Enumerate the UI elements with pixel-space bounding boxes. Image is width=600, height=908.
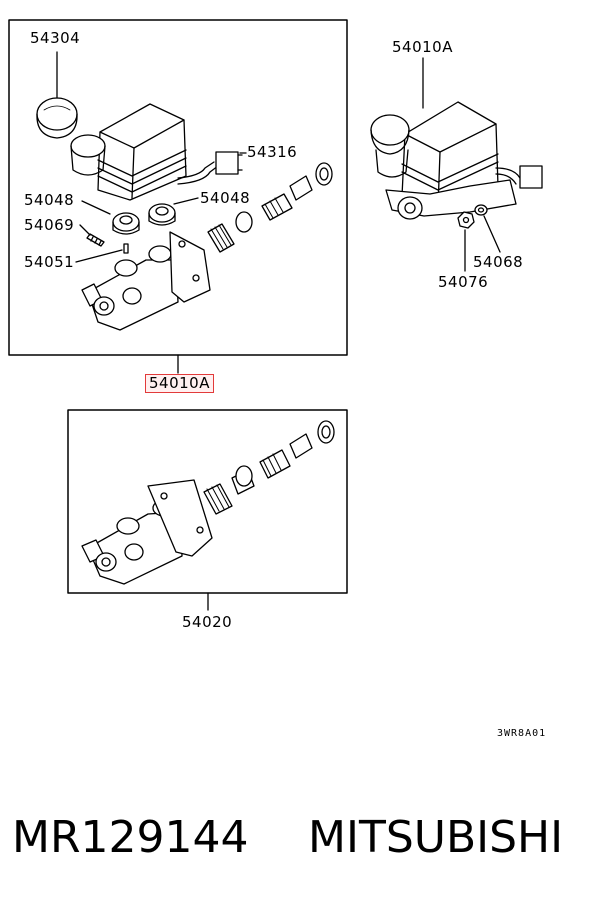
- brand-text: MITSUBISHI: [308, 812, 564, 863]
- part-label-54304: 54304: [30, 29, 81, 47]
- reservoir-cap-icon: [36, 97, 78, 139]
- sensor-connector-icon: [177, 151, 243, 185]
- part-label-54048-left: 54048: [24, 191, 75, 209]
- grommet-icon: [148, 203, 176, 226]
- master-cylinder-assembly-icon: [370, 101, 543, 220]
- piston-spring-icon: [203, 420, 335, 515]
- part-callout-54010A[interactable]: 54010A: [145, 374, 214, 393]
- grommet-icon: [112, 212, 140, 235]
- piston-spring-icon: [207, 162, 333, 253]
- leader-54068: [483, 215, 501, 253]
- part-label-54048-right: 54048: [200, 189, 251, 207]
- leader-54048-right: [173, 197, 199, 205]
- reservoir-tank-icon: [70, 103, 187, 201]
- part-label-54069: 54069: [24, 216, 75, 234]
- drawing-code: 3WR8A01: [497, 728, 547, 739]
- washer-icon: [474, 204, 488, 216]
- part-label-54068: 54068: [473, 253, 524, 271]
- part-label-54076: 54076: [438, 273, 489, 291]
- nut-icon: [457, 211, 475, 229]
- leader-54069: [79, 224, 91, 236]
- screw-icon: [86, 233, 105, 247]
- part-label-54020: 54020: [182, 613, 233, 631]
- leader-54051: [75, 249, 123, 263]
- cylinder-body-icon: [81, 479, 213, 585]
- leader-54048-left: [81, 200, 111, 215]
- part-label-54316: 54316: [247, 143, 298, 161]
- part-label-54051: 54051: [24, 253, 75, 271]
- master-cylinder-body-icon: [81, 231, 211, 331]
- part-label-54010A-assembly: 54010A: [392, 38, 453, 56]
- pin-icon: [123, 243, 129, 254]
- part-number-text: MR129144: [12, 812, 249, 863]
